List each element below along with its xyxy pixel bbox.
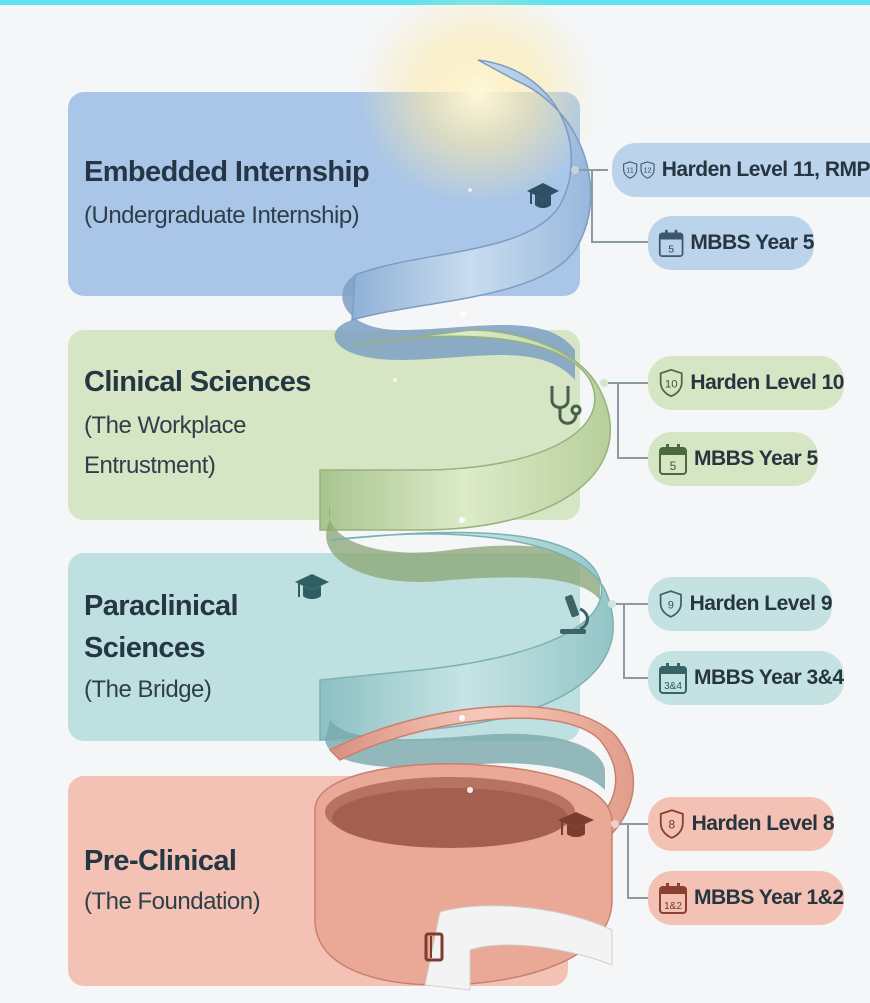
harden-level-pill: 11 12 Harden Level 11, RMP [612, 143, 870, 197]
shield-icon: 11 12 [623, 161, 655, 179]
shield-icon: 8 [659, 809, 684, 839]
subtitle-embedded-internship: (Undergraduate Internship) [84, 202, 360, 229]
mbbs-year-pill: 1&2 MBBS Year 1&2 [648, 871, 844, 925]
harden-level-pill: 9 Harden Level 9 [648, 577, 833, 631]
calendar-badge: 3&4 [664, 681, 682, 692]
calendar-icon: 5 [659, 444, 687, 475]
subtitle-clinical-line2: Entrustment) [84, 452, 216, 479]
mbbs-year-text: MBBS Year 1&2 [694, 886, 844, 909]
harden-level-text: Harden Level 10 [690, 371, 844, 394]
graduation-cap-icon [527, 183, 559, 208]
shield-badge-number: 12 [644, 168, 652, 175]
mbbs-year-pill: 3&4 MBBS Year 3&4 [648, 651, 844, 705]
microscope-icon [560, 594, 589, 634]
calendar-icon: 5 [658, 229, 684, 258]
harden-level-pill: 8 Harden Level 8 [648, 797, 835, 851]
mbbs-year-text: MBBS Year 3&4 [694, 666, 844, 689]
calendar-icon: 1&2 [659, 883, 687, 914]
title-paraclinical-line2: Sciences [84, 632, 206, 664]
graduation-cap-icon [558, 812, 594, 837]
calendar-icon: 3&4 [659, 663, 687, 694]
title-embedded-internship: Embedded Internship [84, 156, 370, 188]
subtitle-paraclinical: (The Bridge) [84, 676, 212, 703]
book-icon [424, 932, 444, 962]
harden-level-text: Harden Level 8 [691, 812, 835, 835]
title-paraclinical-line1: Paraclinical [84, 590, 239, 622]
calendar-badge: 5 [670, 459, 677, 473]
stethoscope-icon [550, 386, 582, 425]
mbbs-year-text: MBBS Year 5 [690, 231, 814, 254]
subtitle-clinical-line1: (The Workplace [84, 412, 246, 439]
shield-icon: 9 [659, 590, 682, 618]
title-clinical-sciences: Clinical Sciences [84, 366, 311, 398]
mbbs-year-text: MBBS Year 5 [694, 447, 818, 470]
harden-level-text: Harden Level 9 [689, 592, 833, 615]
shield-badge-number: 11 [626, 168, 633, 175]
subtitle-pre-clinical: (The Foundation) [84, 888, 261, 915]
mbbs-year-pill: 5 MBBS Year 5 [648, 432, 818, 486]
harden-level-pill: 10 Harden Level 10 [648, 356, 844, 410]
mbbs-year-pill: 5 MBBS Year 5 [648, 216, 814, 270]
title-pre-clinical: Pre-Clinical [84, 845, 237, 877]
shield-badge-number: 8 [668, 818, 675, 832]
graduation-cap-icon [295, 574, 329, 599]
calendar-badge: 1&2 [664, 901, 682, 912]
connector-lines [575, 169, 648, 899]
shield-icon: 10 [659, 368, 683, 398]
harden-level-text: Harden Level 11, RMP [661, 158, 870, 181]
shield-badge-number: 10 [665, 378, 678, 390]
calendar-badge: 5 [668, 244, 674, 256]
shield-badge-number: 9 [668, 599, 674, 611]
